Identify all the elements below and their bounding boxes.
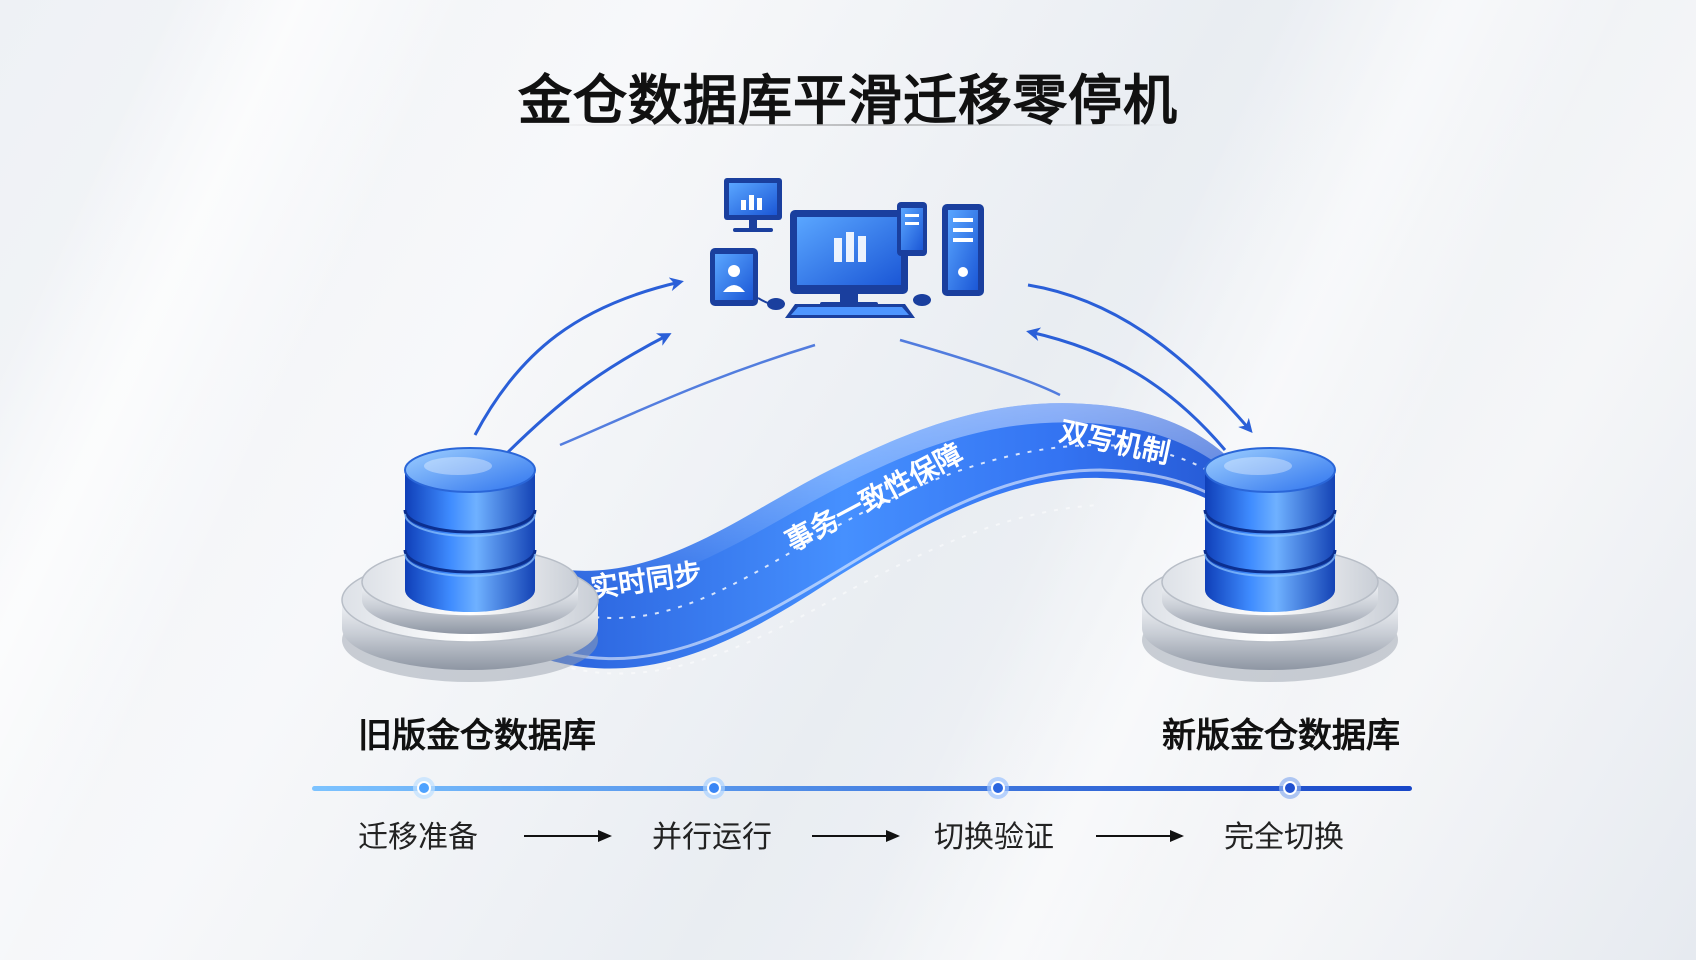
mouse-icon — [767, 298, 785, 310]
keyboard-icon — [785, 304, 915, 318]
old-database — [341, 447, 599, 682]
page-title: 金仓数据库平滑迁移零停机 — [518, 69, 1178, 132]
old-database-label: 旧版金仓数据库 — [358, 716, 596, 756]
timeline-dot — [413, 777, 435, 799]
new-database — [1141, 447, 1399, 682]
new-database-label: 新版金仓数据库 — [1162, 716, 1400, 756]
desktop-computer-icon — [790, 210, 908, 307]
server-tower-icon — [942, 204, 984, 296]
timeline-dot — [1279, 777, 1301, 799]
title-underline — [522, 124, 1182, 126]
client-devices — [710, 178, 984, 318]
stage-parallel-run: 并行运行 — [652, 820, 772, 855]
mouse-icon — [913, 294, 931, 306]
monitor-icon — [724, 178, 782, 232]
timeline-dot — [987, 777, 1009, 799]
phone-icon — [897, 202, 927, 256]
stage-migration-prep: 迁移准备 — [358, 820, 478, 855]
sync-ribbon — [520, 403, 1240, 675]
timeline-dot — [703, 777, 725, 799]
flow-arrows — [473, 277, 1253, 462]
stage-switch-verify: 切换验证 — [934, 820, 1054, 855]
stage-full-switch: 完全切换 — [1224, 820, 1344, 855]
timeline — [312, 777, 1412, 799]
tablet-user-icon — [710, 248, 758, 306]
